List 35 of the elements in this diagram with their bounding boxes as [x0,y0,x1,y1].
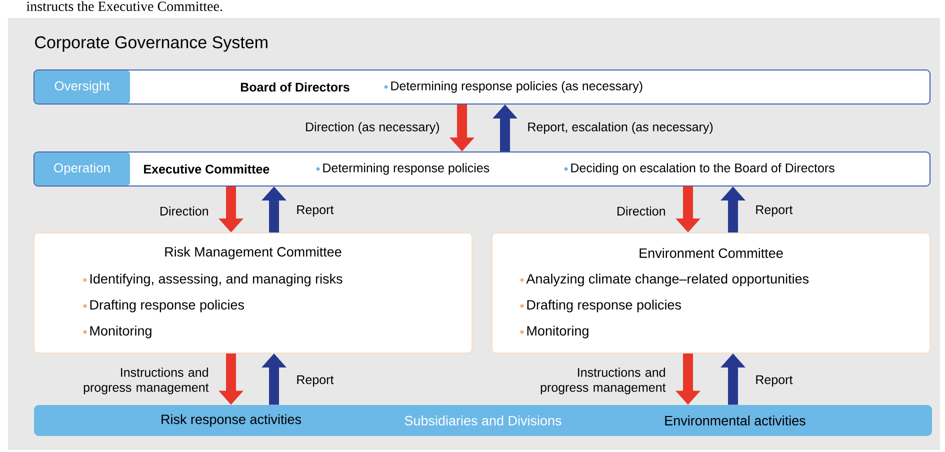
level-box [34,70,930,104]
edge-label: Instructions and progress management [540,368,666,394]
bullet-item: Deciding on escalation to the Board of Directors [564,163,834,175]
title: Corporate Governance System [35,36,268,52]
activity-band [34,405,932,436]
edge-label: Report [756,205,793,217]
edge-label: Direction [618,206,665,216]
committee-box [34,232,472,354]
bullet-item: Identifying, assessing, and managing risks [83,274,342,286]
bullet-item: Determining response policies (as necessary) [384,81,642,93]
bullet-item: Drafting response policies [83,300,244,312]
band-label: Subsidiaries and Divisions [404,416,562,426]
edge-label: Instructions and progress management [84,368,209,394]
committee-name: Risk Management Committee [165,246,342,260]
bullet-item: Determining response policies [316,163,490,175]
edge-label: Report [297,205,334,217]
bullet-item: Drafting response policies [520,300,681,312]
bullet-item: Monitoring [520,326,588,338]
edge-label: Report [297,375,334,387]
level-box [34,152,930,186]
band-label: Risk response activities [162,414,301,427]
tab-label: Oversight [34,70,130,104]
committee-box [492,232,930,354]
committee-name: Executive Committee [144,164,270,174]
committee-name: Environment Committee [640,248,783,258]
bullet-item: Analyzing climate change–related opportunities [520,274,809,286]
body-text: instructs the Executive Committee. [26,1,222,12]
edge-label: Report, escalation (as necessary) [528,122,713,134]
committee-name: Board of Directors [240,82,350,92]
tab-label: Operation [34,152,130,186]
edge-label: Report [756,375,793,387]
edge-label: Direction (as necessary) [306,122,439,134]
edge-label: Direction [160,206,208,216]
bullet-item: Monitoring [83,326,152,338]
band-label: Environmental activities [665,416,806,426]
